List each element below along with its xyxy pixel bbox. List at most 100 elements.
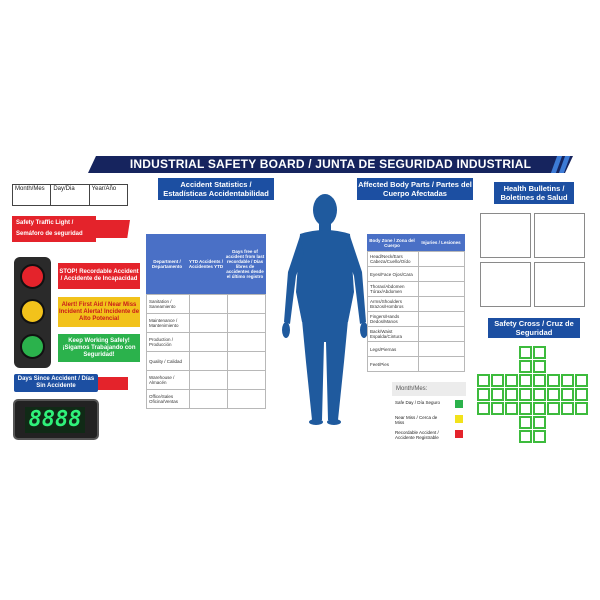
cross-day-cell[interactable]	[505, 402, 518, 415]
ytd-accidents-cell[interactable]	[189, 351, 228, 371]
cross-day-cell[interactable]	[491, 388, 504, 401]
body-zone-cell: Back/Waist Espalda/Cintura	[367, 326, 419, 342]
cross-day-cell[interactable]	[477, 402, 490, 415]
cross-day-cell[interactable]	[477, 374, 490, 387]
cross-day-cell[interactable]	[575, 388, 588, 401]
column-header: Injuries / Lesiones	[421, 240, 461, 245]
cross-day-cell[interactable]	[491, 374, 504, 387]
cross-day-cell[interactable]	[575, 402, 588, 415]
ytd-accidents-cell[interactable]	[189, 370, 228, 390]
column-header: Department / Departamento	[151, 259, 183, 269]
table-row: Eyes/Face Ojos/Cara	[367, 266, 465, 282]
month-field[interactable]: Month/Mes	[13, 185, 52, 205]
cross-day-cell[interactable]	[491, 402, 504, 415]
bulletin-slot[interactable]	[534, 213, 585, 258]
cross-day-cell[interactable]	[519, 360, 532, 373]
body-zone-cell: Feet/Pies	[367, 356, 419, 372]
injuries-cell[interactable]	[418, 296, 465, 312]
cross-day-cell[interactable]	[533, 346, 546, 359]
ytd-accidents-cell[interactable]	[189, 332, 228, 352]
table-row: Thorax/Abdomen Tórax/Abdomen	[367, 281, 465, 297]
alert-sign: Alert! First Aid / Near Miss Incident Al…	[58, 297, 140, 327]
column-header: Body Zone / Zona del Cuerpo	[369, 237, 415, 248]
cross-day-cell[interactable]	[547, 374, 560, 387]
days-free-cell[interactable]	[227, 389, 266, 409]
ytd-accidents-cell[interactable]	[189, 389, 228, 409]
board-title: INDUSTRIAL SAFETY BOARD / JUNTA DE SEGUR…	[129, 157, 532, 171]
cross-day-cell[interactable]	[575, 374, 588, 387]
health-bulletins-heading: Health Bulletins / Boletines de Salud	[494, 182, 574, 204]
table-row: Fingers/Hands Dedos/Manos	[367, 311, 465, 327]
cross-day-cell[interactable]	[533, 374, 546, 387]
traffic-light-label-tail	[96, 220, 130, 238]
days-free-cell[interactable]	[227, 370, 266, 390]
cross-day-cell[interactable]	[519, 388, 532, 401]
legend-swatch	[455, 415, 463, 423]
day-field[interactable]: Day/Dia	[51, 185, 90, 205]
bulletin-slot[interactable]	[480, 213, 531, 258]
legend-label: Recordable Accident / Accidente Registra…	[395, 430, 439, 440]
cross-day-cell[interactable]	[519, 374, 532, 387]
ytd-accidents-cell[interactable]	[189, 294, 228, 314]
cross-day-cell[interactable]	[519, 402, 532, 415]
date-box: Month/Mes Day/Dia Year/Año	[12, 184, 128, 206]
cross-day-cell[interactable]	[561, 402, 574, 415]
legend-label: Safe Day / Día Seguro	[395, 400, 441, 405]
cross-day-cell[interactable]	[561, 374, 574, 387]
cross-day-cell[interactable]	[477, 388, 490, 401]
days-free-cell[interactable]	[227, 313, 266, 333]
ytd-accidents-cell[interactable]	[189, 313, 228, 333]
injuries-cell[interactable]	[418, 356, 465, 372]
table-row: Back/Waist Espalda/Cintura	[367, 326, 465, 342]
cross-day-cell[interactable]	[533, 430, 546, 443]
alert-sign-text: Alert! First Aid / Near Miss Incident Al…	[58, 301, 140, 322]
legend-label: Near Miss / Cerca de Miss	[395, 415, 438, 425]
days-free-cell[interactable]	[227, 294, 266, 314]
accident-stats-header-row: Department / Departamento YTD Accidents …	[146, 234, 266, 294]
injuries-cell[interactable]	[418, 326, 465, 342]
cross-day-cell[interactable]	[519, 416, 532, 429]
cross-day-cell[interactable]	[533, 416, 546, 429]
stop-sign-text: STOP! Recordable Accident / Accidente de…	[59, 269, 139, 282]
days-free-cell[interactable]	[227, 332, 266, 352]
body-zone-cell: Head/Neck/Ears Cabeza/Cuello/Oído	[367, 251, 419, 267]
cross-day-cell[interactable]	[533, 360, 546, 373]
injuries-cell[interactable]	[418, 311, 465, 327]
yellow-light-icon	[20, 299, 45, 324]
table-row: Production / Producción	[146, 332, 266, 352]
month-box-label[interactable]: Month/Mes:	[392, 382, 466, 396]
body-zone-cell: Eyes/Face Ojos/Cara	[367, 266, 419, 282]
green-light-icon	[20, 334, 45, 359]
year-field[interactable]: Year/Año	[91, 186, 117, 192]
red-light-icon	[20, 264, 45, 289]
table-row: Head/Neck/Ears Cabeza/Cuello/Oído	[367, 251, 465, 267]
injuries-cell[interactable]	[418, 281, 465, 297]
cross-day-cell[interactable]	[519, 346, 532, 359]
cross-day-cell[interactable]	[533, 402, 546, 415]
cross-day-cell[interactable]	[547, 402, 560, 415]
keep-working-sign-text: Keep Working Safely! ¡Sigamos Trabajando…	[62, 337, 136, 358]
cross-day-cell[interactable]	[547, 388, 560, 401]
bulletin-slot[interactable]	[534, 262, 585, 307]
table-row: Arms/Shoulders Brazos/Hombros	[367, 296, 465, 312]
cross-day-cell[interactable]	[505, 388, 518, 401]
bulletin-slot[interactable]	[480, 262, 531, 307]
cross-day-cell[interactable]	[505, 374, 518, 387]
safety-cross-heading: Safety Cross / Cruz de Seguridad	[488, 318, 580, 338]
body-parts-header-row: Body Zone / Zona del Cuerpo Injuries / L…	[367, 234, 465, 251]
body-zone-cell: Legs/Piernas	[367, 341, 419, 357]
cross-day-cell[interactable]	[519, 430, 532, 443]
injuries-cell[interactable]	[418, 341, 465, 357]
accident-stats-heading: Accident Statistics / Estadísticas Accid…	[158, 178, 274, 200]
body-zone-cell: Thorax/Abdomen Tórax/Abdomen	[367, 281, 419, 297]
body-zone-cell: Arms/Shoulders Brazos/Hombros	[367, 296, 419, 312]
cross-day-cell[interactable]	[533, 388, 546, 401]
injuries-cell[interactable]	[418, 266, 465, 282]
cross-day-cell[interactable]	[561, 388, 574, 401]
days-free-cell[interactable]	[227, 351, 266, 371]
days-since-label-tail	[98, 377, 128, 390]
traffic-light	[14, 257, 51, 368]
injuries-cell[interactable]	[418, 251, 465, 267]
